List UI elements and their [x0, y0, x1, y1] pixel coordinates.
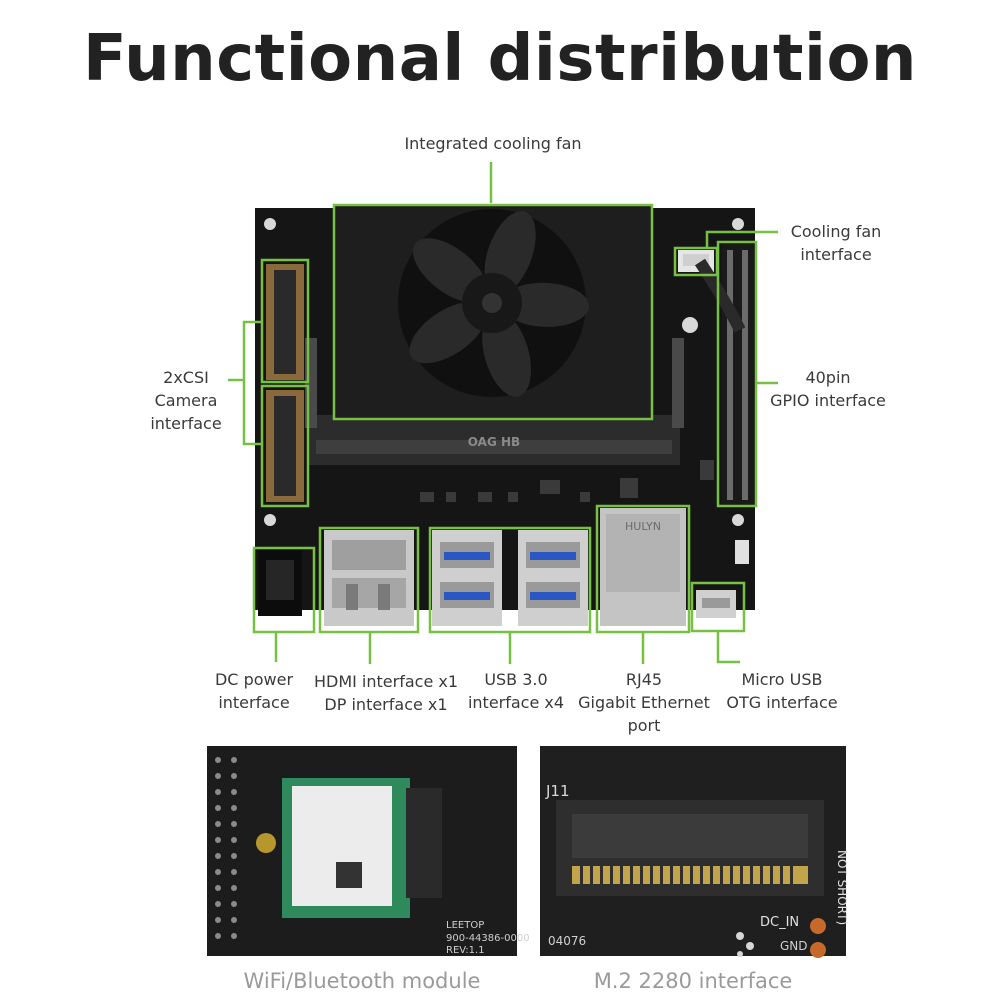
- mount-hole: [264, 514, 276, 526]
- m2-gnd: GND: [780, 939, 808, 953]
- gpio-pins: [727, 250, 748, 500]
- m2-dcin: DC_IN: [760, 915, 799, 930]
- label-hdmi-dp: HDMI interface x1 DP interface x1: [313, 672, 459, 714]
- m2-e-key-slot: [406, 788, 442, 898]
- heatsink-mark: OAG HB: [468, 435, 520, 449]
- wifi-silk-1: LEETOP: [446, 920, 484, 931]
- caption-wifi: WiFi/Bluetooth module: [243, 969, 481, 993]
- label-gpio: 40pin GPIO interface: [770, 368, 886, 410]
- rj45-brand: HULYN: [625, 520, 661, 533]
- mount-hole: [264, 218, 276, 230]
- m2-short: NOT SHORT): [835, 850, 849, 925]
- m2-ref: J11: [545, 782, 570, 800]
- page-title: Functional distribution: [83, 22, 917, 96]
- mount-hole: [682, 317, 698, 333]
- label-rj45: RJ45 Gigabit Ethernet port: [578, 670, 710, 735]
- annotation-lines: [228, 162, 778, 664]
- gpio-header: [722, 244, 754, 504]
- label-micro-usb: Micro USB OTG interface: [726, 670, 838, 712]
- mount-hole: [732, 218, 744, 230]
- label-csi: 2xCSI Camera interface: [150, 368, 222, 433]
- label-usb: USB 3.0 interface x4: [467, 670, 565, 712]
- label-dc-power: DC power interface: [214, 670, 294, 712]
- label-fan-interface: Cooling fan interface: [790, 222, 882, 264]
- wifi-silk-3: REV:1.1: [446, 945, 485, 956]
- label-cooling-fan: Integrated cooling fan: [404, 134, 582, 153]
- wifi-silk-2: 900-44386-0000: [446, 933, 530, 944]
- mount-hole: [732, 514, 744, 526]
- m2-num: 04076: [548, 934, 586, 948]
- caption-m2: M.2 2280 interface: [593, 969, 793, 993]
